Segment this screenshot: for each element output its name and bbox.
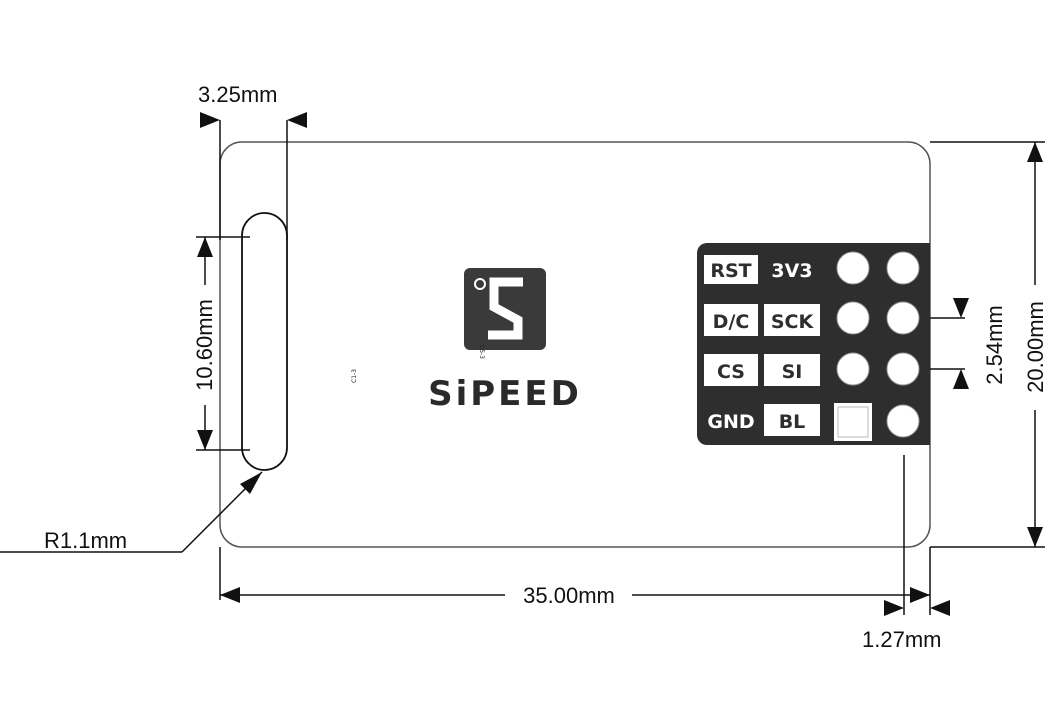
arrow-leader-icon: [240, 472, 262, 494]
arrow-down-icon: [1027, 527, 1043, 547]
arrow-up-icon: [953, 369, 969, 389]
pin-header-bg: [697, 243, 930, 445]
arrow-right-icon: [200, 112, 220, 128]
dim-board-height: 20.00mm: [930, 141, 1048, 548]
dim-slot-radius: R1.1mm: [0, 471, 263, 553]
silkscreen-ref-b: C5-3: [478, 345, 485, 359]
dim-pin-edge-offset-label: 1.27mm: [862, 627, 941, 652]
pin-pad: [886, 301, 920, 335]
arrow-down-icon: [953, 298, 969, 318]
mounting-slot: [241, 212, 288, 471]
pin-pad: [836, 352, 870, 386]
dim-slot-height: 10.60mm: [192, 236, 250, 451]
pin-label-si: SI: [782, 361, 803, 383]
silkscreen-ref-a: C1-3: [351, 369, 358, 383]
arrow-right-icon: [910, 587, 930, 603]
dim-board-width: 35.00mm: [219, 547, 931, 615]
pin-pad-square: [834, 403, 872, 441]
arrow-left-icon: [930, 600, 950, 616]
dim-slot-width-label: 3.25mm: [198, 82, 277, 107]
dim-board-height-label: 20.00mm: [1023, 301, 1048, 393]
brand-name: SiPEED: [428, 374, 582, 414]
pin-label-3v3: 3V3: [771, 260, 812, 282]
pin-label-sck: SCK: [771, 311, 815, 333]
dim-pin-edge-offset: 1.27mm: [862, 455, 950, 652]
pin-pad: [886, 404, 920, 438]
pin-label-dc: D/C: [713, 311, 750, 333]
pin-label-bl: BL: [779, 411, 806, 433]
dim-slot-width: 3.25mm: [198, 82, 307, 240]
pin-pad: [836, 301, 870, 335]
pin-pad: [886, 352, 920, 386]
arrow-left-icon: [220, 587, 240, 603]
arrow-right-icon: [884, 600, 904, 616]
brand-logo: SiPEED: [428, 268, 582, 414]
dim-pin-pitch-label: 2.54mm: [982, 305, 1007, 384]
arrow-left-icon: [287, 112, 307, 128]
dim-slot-radius-label: R1.1mm: [44, 528, 127, 553]
arrow-up-icon: [197, 237, 213, 257]
pin-label-rst: RST: [710, 260, 751, 282]
pin-label-cs: CS: [717, 361, 745, 383]
arrow-up-icon: [1027, 142, 1043, 162]
pin-label-gnd: GND: [707, 411, 754, 433]
dim-pin-pitch: 2.54mm: [903, 298, 1007, 389]
pin-header: RST 3V3 D/C SCK CS SI GND BL: [697, 243, 930, 445]
pin-pad: [836, 251, 870, 285]
dim-slot-height-label: 10.60mm: [192, 299, 217, 391]
pin-pad: [886, 251, 920, 285]
arrow-down-icon: [197, 430, 213, 450]
dim-board-width-label: 35.00mm: [523, 583, 615, 608]
